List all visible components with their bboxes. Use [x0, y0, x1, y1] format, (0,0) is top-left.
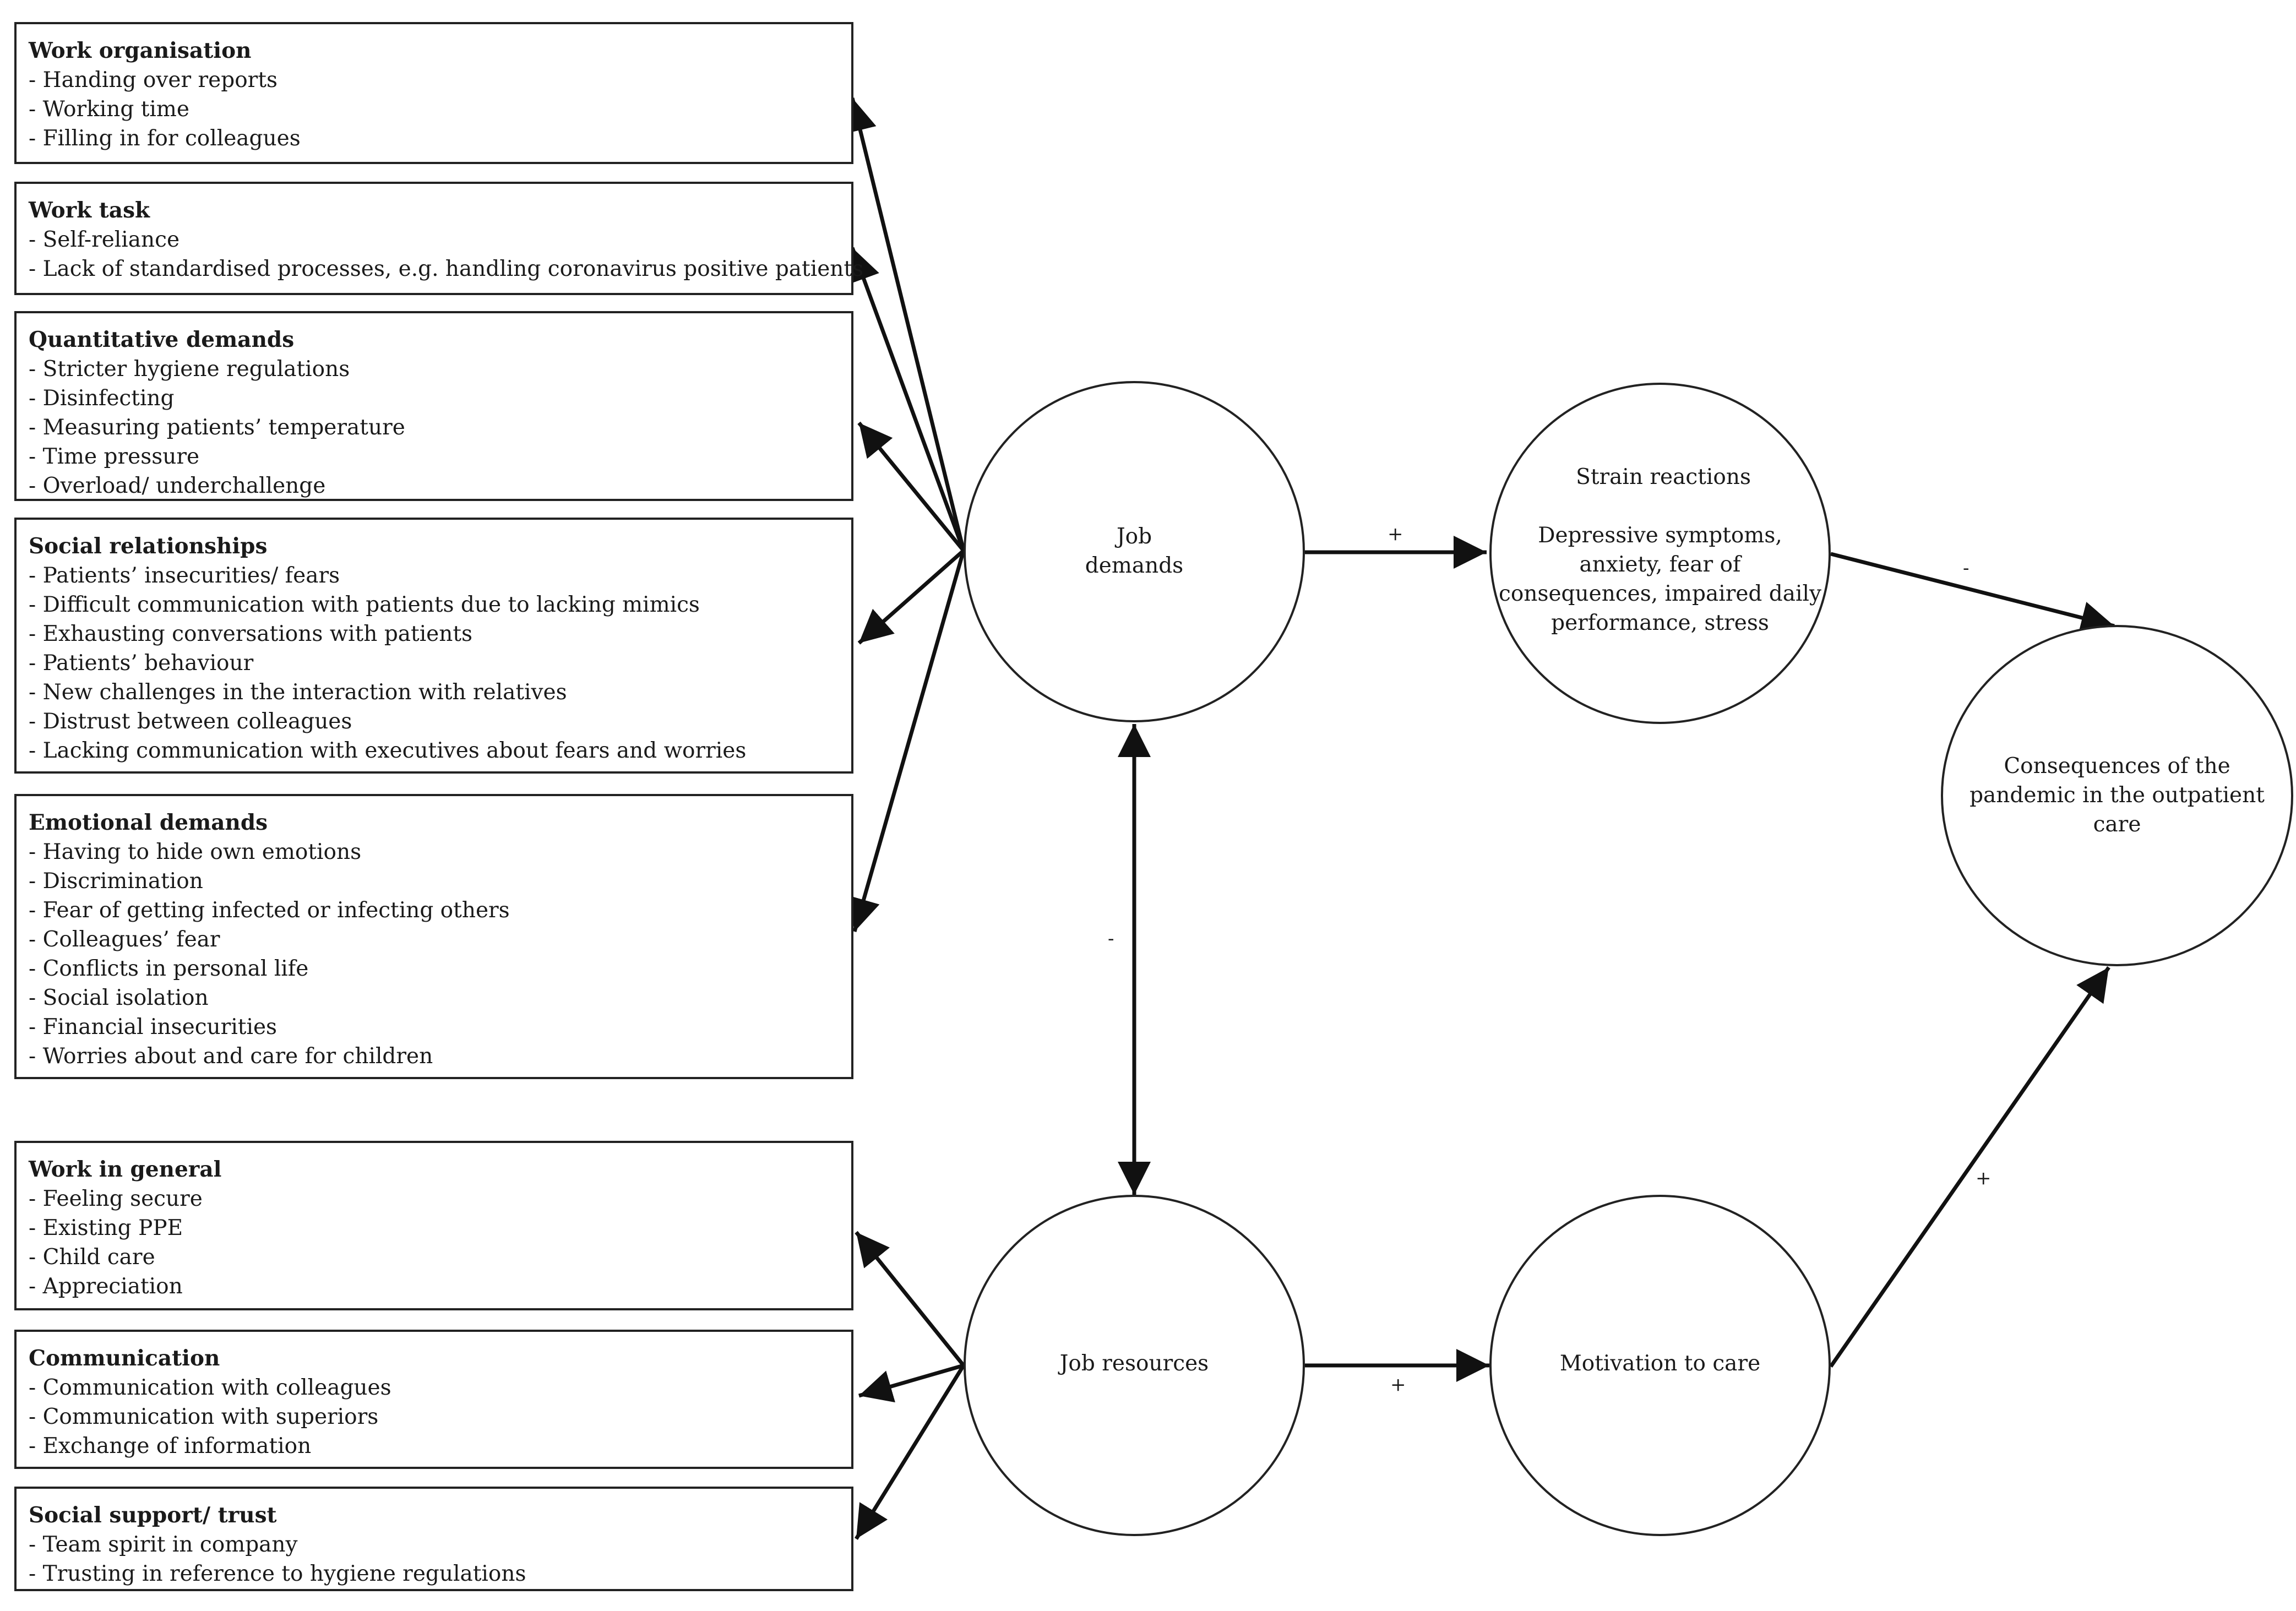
box-item: - Conflicts in personal life: [29, 956, 309, 981]
box-item: - Discrimination: [29, 869, 203, 894]
box-item: - Colleagues’ fear: [29, 927, 220, 952]
box-item: - Social isolation: [29, 986, 209, 1010]
arrow-demands-to-quantitative-demands: [857, 421, 965, 552]
box-item: - Exhausting conversations with patients: [29, 622, 473, 646]
sign-demands-to-strain: +: [1388, 523, 1403, 545]
arrow-resources-to-work-in-general: [855, 1231, 965, 1367]
arrow-demands-to-emotional-demands: [847, 550, 966, 932]
box-item: - Measuring patients’ temperature: [29, 415, 405, 440]
box-item: - Lack of standardised processes, e.g. h…: [29, 257, 864, 281]
box-emotional-demands: Emotional demands - Having to hide own e…: [14, 794, 853, 1079]
box-item: - Feeling secure: [29, 1187, 203, 1211]
box-item: - Communication with superiors: [29, 1405, 379, 1429]
box-work-organisation: Work organisation - Handing over reports…: [14, 22, 853, 164]
box-item: - Time pressure: [29, 444, 200, 469]
node-consequences: [1941, 625, 2293, 966]
box-item: - Working time: [29, 97, 189, 122]
arrow-demands-to-social-relationships: [857, 549, 965, 645]
node-job-resources: [964, 1195, 1305, 1536]
box-item: - Lacking communication with executives …: [29, 738, 747, 763]
node-strain-title: Strain reactions: [1576, 465, 1751, 489]
node-job-resources-label: Job resources: [1059, 1351, 1209, 1376]
box-item: - Patients’ insecurities/ fears: [29, 563, 340, 588]
box-item: - Overload/ underchallenge: [29, 473, 326, 498]
box-item: - Disinfecting: [29, 386, 175, 411]
arrow-motivation-to-consequences: [1829, 966, 2110, 1368]
box-title: Work task: [29, 198, 150, 223]
box-item: - Filling in for colleagues: [29, 126, 301, 151]
node-strain-body: Depressive symptoms, anxiety, fear of co…: [1499, 523, 1821, 635]
node-motivation-to-care: [1489, 1195, 1831, 1536]
box-title: Work organisation: [29, 38, 252, 63]
box-social-relationships: Social relationships - Patients’ insecur…: [14, 518, 853, 774]
box-item: - Worries about and care for children: [29, 1044, 433, 1069]
box-item: - Handing over reports: [29, 68, 278, 92]
box-communication: Communication - Communication with colle…: [14, 1330, 853, 1469]
sign-motivation-to-consequences: +: [1976, 1167, 1992, 1189]
box-work-in-general: Work in general - Feeling secure - Exist…: [14, 1141, 853, 1310]
box-item: - Patients’ behaviour: [29, 651, 254, 676]
box-social-support-trust: Social support/ trust - Team spirit in c…: [14, 1487, 853, 1591]
box-item: - Self-reliance: [29, 227, 180, 252]
box-work-task: Work task - Self-reliance - Lack of stan…: [14, 182, 864, 295]
node-job-demands: [964, 381, 1305, 722]
box-title: Communication: [29, 1346, 220, 1371]
sign-strain-to-consequences: -: [1963, 557, 1969, 579]
box-item: - New challenges in the interaction with…: [29, 680, 567, 705]
arrow-resources-to-communication: [858, 1363, 964, 1403]
box-item: - Team spirit in company: [29, 1532, 298, 1557]
box-title: Social support/ trust: [29, 1503, 277, 1528]
box-item: - Child care: [29, 1245, 155, 1270]
box-item: - Fear of getting infected or infecting …: [29, 898, 510, 923]
node-strain-reactions: [1489, 383, 1831, 724]
sign-resources-to-motivation: +: [1390, 1374, 1406, 1396]
arrow-demands-to-work-task: [848, 247, 966, 552]
box-item: - Stricter hygiene regulations: [29, 357, 350, 382]
node-job-demands-label: Job demands: [1085, 524, 1184, 578]
arrow-resources-to-social-support: [855, 1364, 965, 1540]
box-item: - Trusting in reference to hygiene regul…: [29, 1561, 526, 1586]
box-title: Social relationships: [29, 534, 268, 559]
box-item: - Appreciation: [29, 1274, 183, 1299]
box-quantitative-demands: Quantitative demands - Stricter hygiene …: [14, 311, 853, 501]
box-title: Work in general: [29, 1157, 222, 1182]
node-consequences-label: Consequences of the pandemic in the outp…: [1969, 754, 2265, 837]
box-item: - Existing PPE: [29, 1216, 183, 1240]
node-motivation-label: Motivation to care: [1559, 1351, 1761, 1376]
arrow-demands-to-work-organisation: [844, 97, 966, 551]
box-item: - Financial insecurities: [29, 1015, 278, 1039]
arrow-strain-to-consequences: [1830, 552, 2115, 634]
box-item: - Having to hide own emotions: [29, 840, 362, 864]
box-title: Quantitative demands: [29, 327, 295, 352]
box-item: - Difficult communication with patients …: [29, 592, 700, 617]
box-title: Emotional demands: [29, 810, 268, 835]
box-item: - Distrust between colleagues: [29, 709, 352, 734]
box-item: - Communication with colleagues: [29, 1375, 391, 1400]
box-item: - Exchange of information: [29, 1434, 312, 1458]
sign-demands-resources: -: [1108, 928, 1114, 950]
